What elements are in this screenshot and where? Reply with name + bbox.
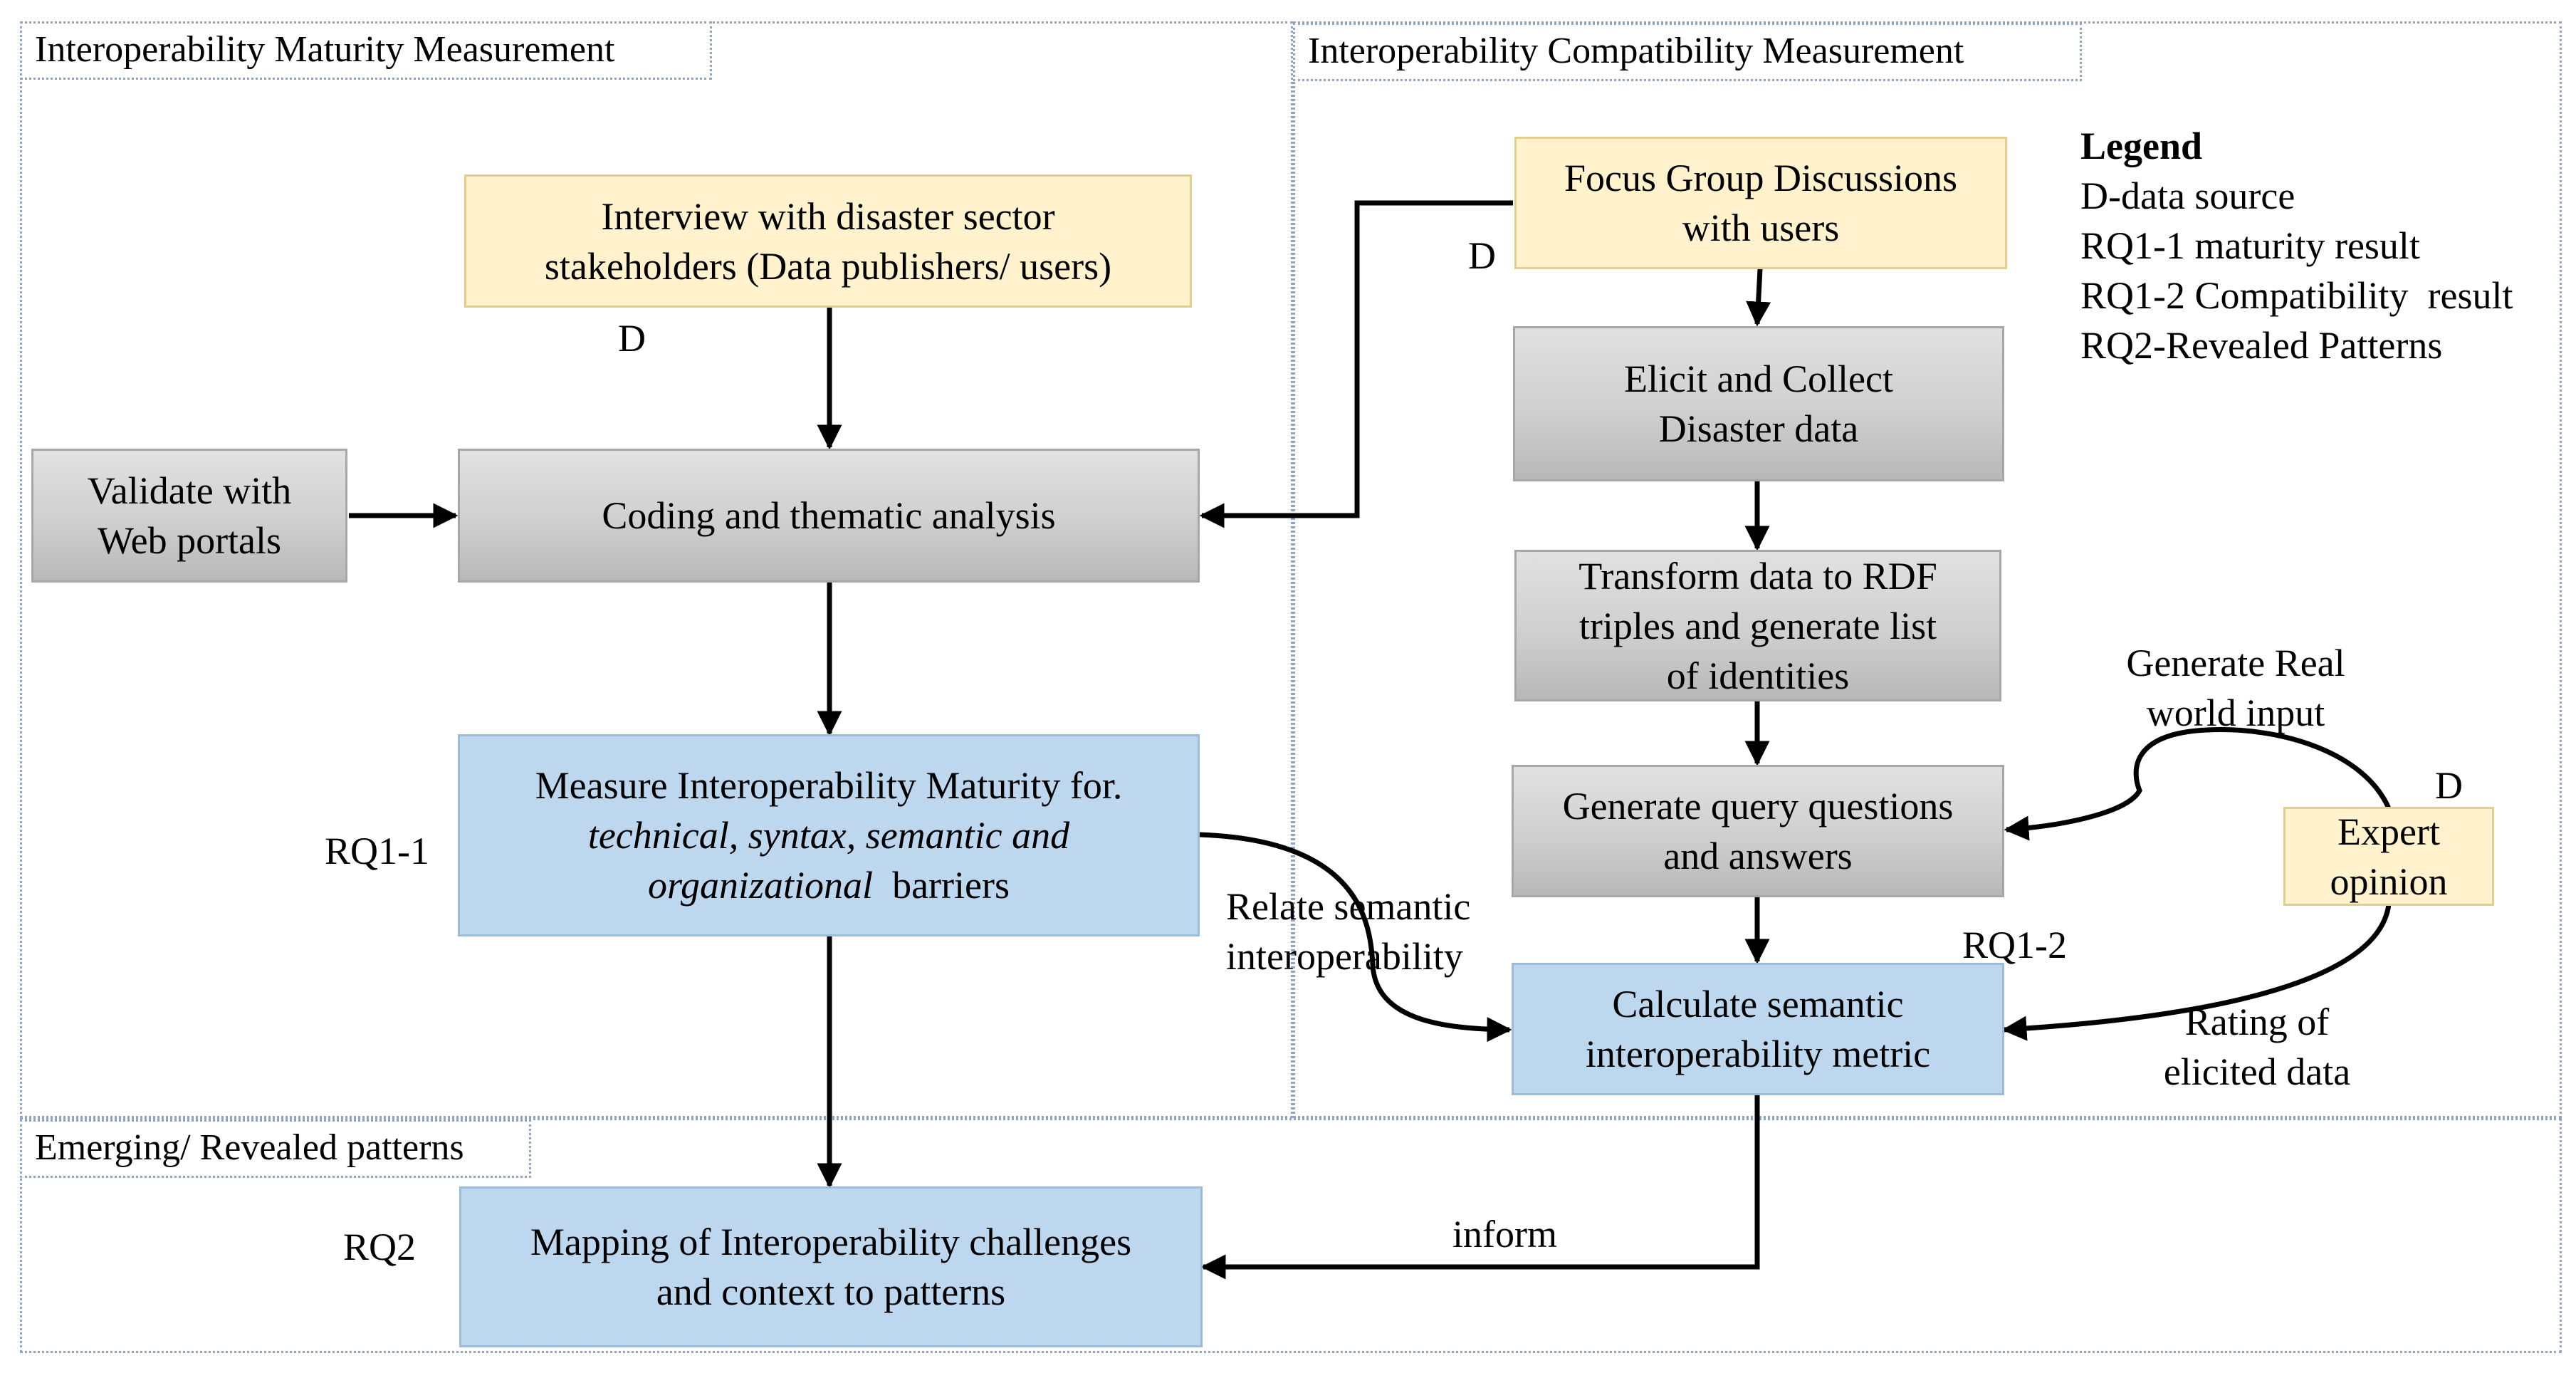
d-label-expert: D <box>2435 764 2463 807</box>
legend-title: Legend <box>2080 125 2203 167</box>
rq1-1-label: RQ1-1 <box>325 830 429 872</box>
legend-item-rq1-1: RQ1-1 maturity result <box>2080 224 2420 267</box>
patterns-section-title: Emerging/ Revealed patterns <box>20 1119 531 1178</box>
legend: Legend D-data source RQ1-1 maturity resu… <box>2080 121 2513 370</box>
d-label-focus-group: D <box>1468 234 1496 277</box>
d-label-interview: D <box>618 317 646 360</box>
rq2-label: RQ2 <box>343 1226 417 1268</box>
legend-item-rq1-2: RQ1-2 Compatibility result <box>2080 274 2513 317</box>
arrow-expert-to-query <box>2004 727 2392 841</box>
arrow-calculate-to-mapping <box>1200 1095 1760 1280</box>
arrow-measure-to-calculate <box>1199 832 1512 1043</box>
arrow-focus-to-elicit <box>1746 268 1771 327</box>
arrow-expert-to-calculate <box>2001 904 2392 1041</box>
inform-label: inform <box>1452 1213 1557 1255</box>
measure-box: Measure Interoperability Maturity for. t… <box>458 734 1200 936</box>
legend-item-rq2: RQ2-Revealed Patterns <box>2080 324 2443 367</box>
arrow-focus-to-coding <box>1199 200 1513 528</box>
maturity-section-title: Interoperability Maturity Measurement <box>20 21 712 80</box>
measure-barriers-text: barriers <box>873 864 1010 907</box>
compatibility-section-frame <box>1293 21 2562 1118</box>
coding-box: Coding and thematic analysis <box>458 449 1200 583</box>
compatibility-section-title: Interoperability Compatibility Measureme… <box>1293 23 2082 81</box>
legend-item-d: D-data source <box>2080 174 2295 217</box>
rq1-2-label: RQ1-2 <box>1962 924 2067 966</box>
patterns-section-frame <box>20 1118 2562 1353</box>
measure-organizational-text: organizational <box>648 864 874 907</box>
